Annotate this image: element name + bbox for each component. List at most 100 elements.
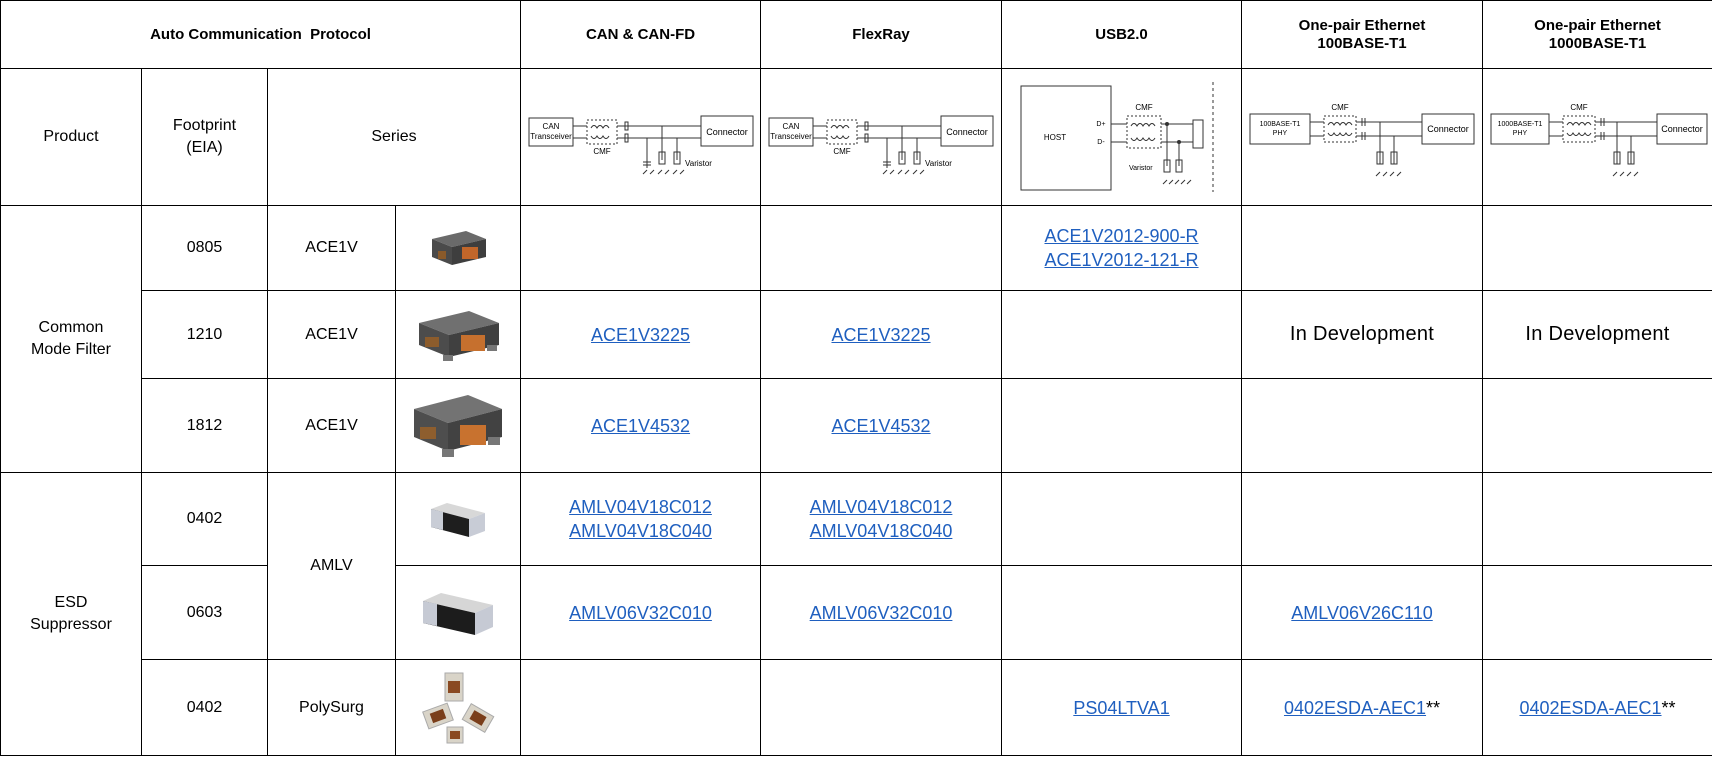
product-link[interactable]: AMLV06V26C110: [1291, 602, 1433, 623]
eth100-diagram-connector-text: Connector: [1427, 124, 1469, 134]
eth100-diagram-phy-text1: 100BASE-T1: [1260, 121, 1301, 128]
col-header-flexray: FlexRay: [760, 0, 1003, 69]
eth1000-diagram-cmf-text: CMF: [1570, 103, 1587, 112]
can-diagram-cell: CAN Transceiver CMF Connector Varistor: [520, 68, 762, 206]
can-diagram-varistor-text: Varistor: [685, 159, 712, 168]
table-row: ESD Suppressor 0402 AMLV AMLV04V18C012 A…: [0, 472, 1712, 756]
footprint-header-line1: Footprint: [172, 117, 237, 134]
usb-cell: [1001, 472, 1243, 566]
table-row: Common Mode Filter 0805 ACE1V ACE1V2012-…: [0, 205, 1712, 473]
eth1000-cell: [1482, 565, 1712, 660]
product-link[interactable]: AMLV04V18C012: [809, 497, 953, 517]
product-image-cell: [394, 378, 522, 473]
can-cell: [520, 205, 762, 291]
group-cmf-line1: Common: [38, 319, 104, 336]
product-link[interactable]: ACE1V4532: [831, 415, 931, 436]
col-header-eth100: One-pair Ethernet 100BASE-T1: [1241, 0, 1484, 69]
table-row: 1210 ACE1V ACE1V3225 ACE1V3225 In Develo…: [1, 290, 1712, 379]
usb-diagram-host-text: HOST: [1043, 133, 1065, 142]
footprint-cell: 1812: [141, 378, 268, 473]
product-link[interactable]: AMLV06V32C010: [569, 602, 712, 623]
product-link[interactable]: ACE1V3225: [590, 324, 691, 345]
cmf-chip-image: [414, 394, 502, 457]
flexray-cell: ACE1V4532: [760, 378, 1003, 473]
flexray-cell: [760, 659, 1003, 756]
col-header-eth100-line1: One-pair Ethernet: [1298, 16, 1426, 34]
footnote-marker: **: [1426, 697, 1441, 718]
product-link[interactable]: ACE1V3225: [831, 324, 931, 345]
flexray-diagram-cell: CAN Transceiver CMF Connector Varistor: [760, 68, 1003, 206]
table-row: 0402 PolySurg PS04LTVA1 0402ESDA-AEC1** …: [1, 659, 1712, 756]
group-esd-line1: ESD: [54, 594, 88, 611]
footprint-cell: 0603: [141, 565, 268, 660]
product-link[interactable]: 0402ESDA-AEC1: [1283, 697, 1427, 718]
eth100-diagram-cmf-text: CMF: [1331, 103, 1348, 112]
eth1000-circuit-diagram: 1000BASE-T1 PHY CMF Connector: [1490, 103, 1708, 176]
product-link[interactable]: ACE1V2012-900-R: [1044, 226, 1199, 246]
product-image-cell: [394, 565, 522, 660]
series-cell: ACE1V: [267, 378, 396, 473]
product-image-cell: [394, 205, 522, 291]
group-esd-line2: Suppressor: [30, 616, 112, 633]
product-link[interactable]: ACE1V4532: [590, 415, 691, 436]
flexray-diagram-transceiver-text1: CAN: [783, 122, 800, 131]
product-link[interactable]: 0402ESDA-AEC1: [1519, 697, 1662, 718]
series-cell: ACE1V: [267, 205, 396, 291]
can-diagram-cmf-text: CMF: [593, 147, 610, 156]
eth100-circuit-diagram: 100BASE-T1 PHY CMF Connector: [1249, 103, 1475, 176]
flexray-circuit-diagram: CAN Transceiver CMF Connector Varistor: [768, 115, 994, 174]
product-link[interactable]: AMLV06V32C010: [809, 602, 953, 623]
product-link[interactable]: AMLV04V18C040: [809, 521, 953, 541]
flexray-cell: AMLV06V32C010: [760, 565, 1003, 660]
can-diagram-connector-text: Connector: [706, 127, 748, 137]
product-link[interactable]: AMLV04V18C040: [569, 521, 712, 541]
protocol-header-row: Auto Communication Protocol CAN & CAN-FD…: [0, 0, 1712, 69]
series-cell: ACE1V: [267, 290, 396, 379]
product-link[interactable]: ACE1V2012-121-R: [1044, 250, 1199, 270]
usb-diagram-cmf-text: CMF: [1135, 103, 1152, 112]
eth100-cell: [1241, 472, 1484, 566]
eth1000-diagram-connector-text: Connector: [1661, 124, 1703, 134]
col-header-eth1000-line1: One-pair Ethernet: [1534, 16, 1661, 34]
eth100-cell: [1241, 378, 1484, 473]
polysurg-chip-image: [422, 672, 495, 743]
eth100-status-text: In Development: [1241, 290, 1484, 379]
product-link[interactable]: AMLV04V18C012: [569, 497, 712, 517]
cmf-chip-image: [419, 310, 499, 361]
flexray-diagram-transceiver-text2: Transceiver: [770, 132, 812, 141]
flexray-cell: [760, 205, 1003, 291]
can-circuit-diagram: CAN Transceiver CMF Connector Varistor: [528, 115, 754, 174]
product-link[interactable]: PS04LTVA1: [1073, 697, 1170, 718]
cmf-chip-image: [432, 231, 486, 265]
footprint-cell: 0402: [141, 472, 268, 566]
eth1000-diagram-phy-text2: PHY: [1512, 130, 1527, 137]
esd-chip-image: [423, 592, 493, 635]
col-header-eth1000: One-pair Ethernet 1000BASE-T1: [1482, 0, 1712, 69]
protocol-label: Auto Communication Protocol: [0, 0, 522, 69]
usb-cell: [1001, 378, 1243, 473]
eth1000-cell: [1482, 472, 1712, 566]
group-cmf-line2: Mode Filter: [30, 341, 112, 358]
esd-chip-image: [431, 503, 485, 537]
col-header-eth100-line2: 100BASE-T1: [1317, 34, 1407, 52]
can-cell: [520, 659, 762, 756]
eth1000-status-text: In Development: [1482, 290, 1712, 379]
product-image-cell: [394, 290, 522, 379]
flexray-diagram-connector-text: Connector: [946, 127, 988, 137]
usb-diagram-dminus-text: D-: [1097, 139, 1105, 146]
eth1000-diagram-cell: 1000BASE-T1 PHY CMF Connector: [1482, 68, 1712, 206]
flexray-cell: AMLV04V18C012 AMLV04V18C040: [760, 472, 1003, 566]
footprint-cell: 1210: [141, 290, 268, 379]
usb-cell: ACE1V2012-900-R ACE1V2012-121-R: [1001, 205, 1243, 291]
eth1000-diagram-phy-text1: 1000BASE-T1: [1497, 121, 1542, 128]
product-image-cell: [394, 659, 522, 756]
footprint-cell: 0805: [141, 205, 268, 291]
table-row: 0603 AMLV06V32C010 AMLV06V32C010 AMLV06V…: [1, 565, 1712, 660]
eth1000-cell: [1482, 378, 1712, 473]
usb-circuit-diagram: HOST D+ D- CMF Varistor: [1020, 81, 1214, 192]
eth100-cell: [1241, 205, 1484, 291]
can-diagram-transceiver-text1: CAN: [542, 122, 559, 131]
flexray-cell: ACE1V3225: [760, 290, 1003, 379]
eth1000-cell: 0402ESDA-AEC1**: [1482, 659, 1712, 756]
